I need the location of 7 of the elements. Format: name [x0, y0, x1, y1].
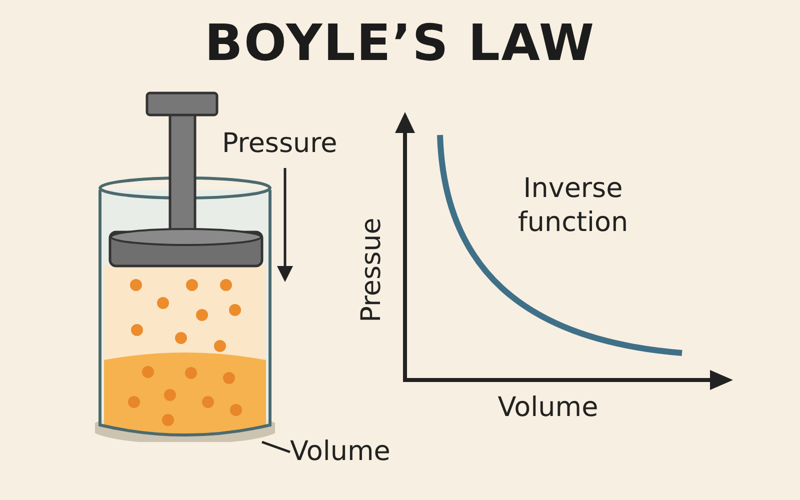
force-label: Pressure: [222, 127, 338, 161]
volume-label: Volume: [290, 433, 420, 471]
axis-label: Volume: [496, 391, 600, 425]
leader-line: [262, 440, 290, 454]
title: BOYLE’S LAW: [204, 13, 596, 74]
curve-label: Inverse function: [516, 172, 630, 240]
axis-label: Pressue: [355, 216, 388, 324]
